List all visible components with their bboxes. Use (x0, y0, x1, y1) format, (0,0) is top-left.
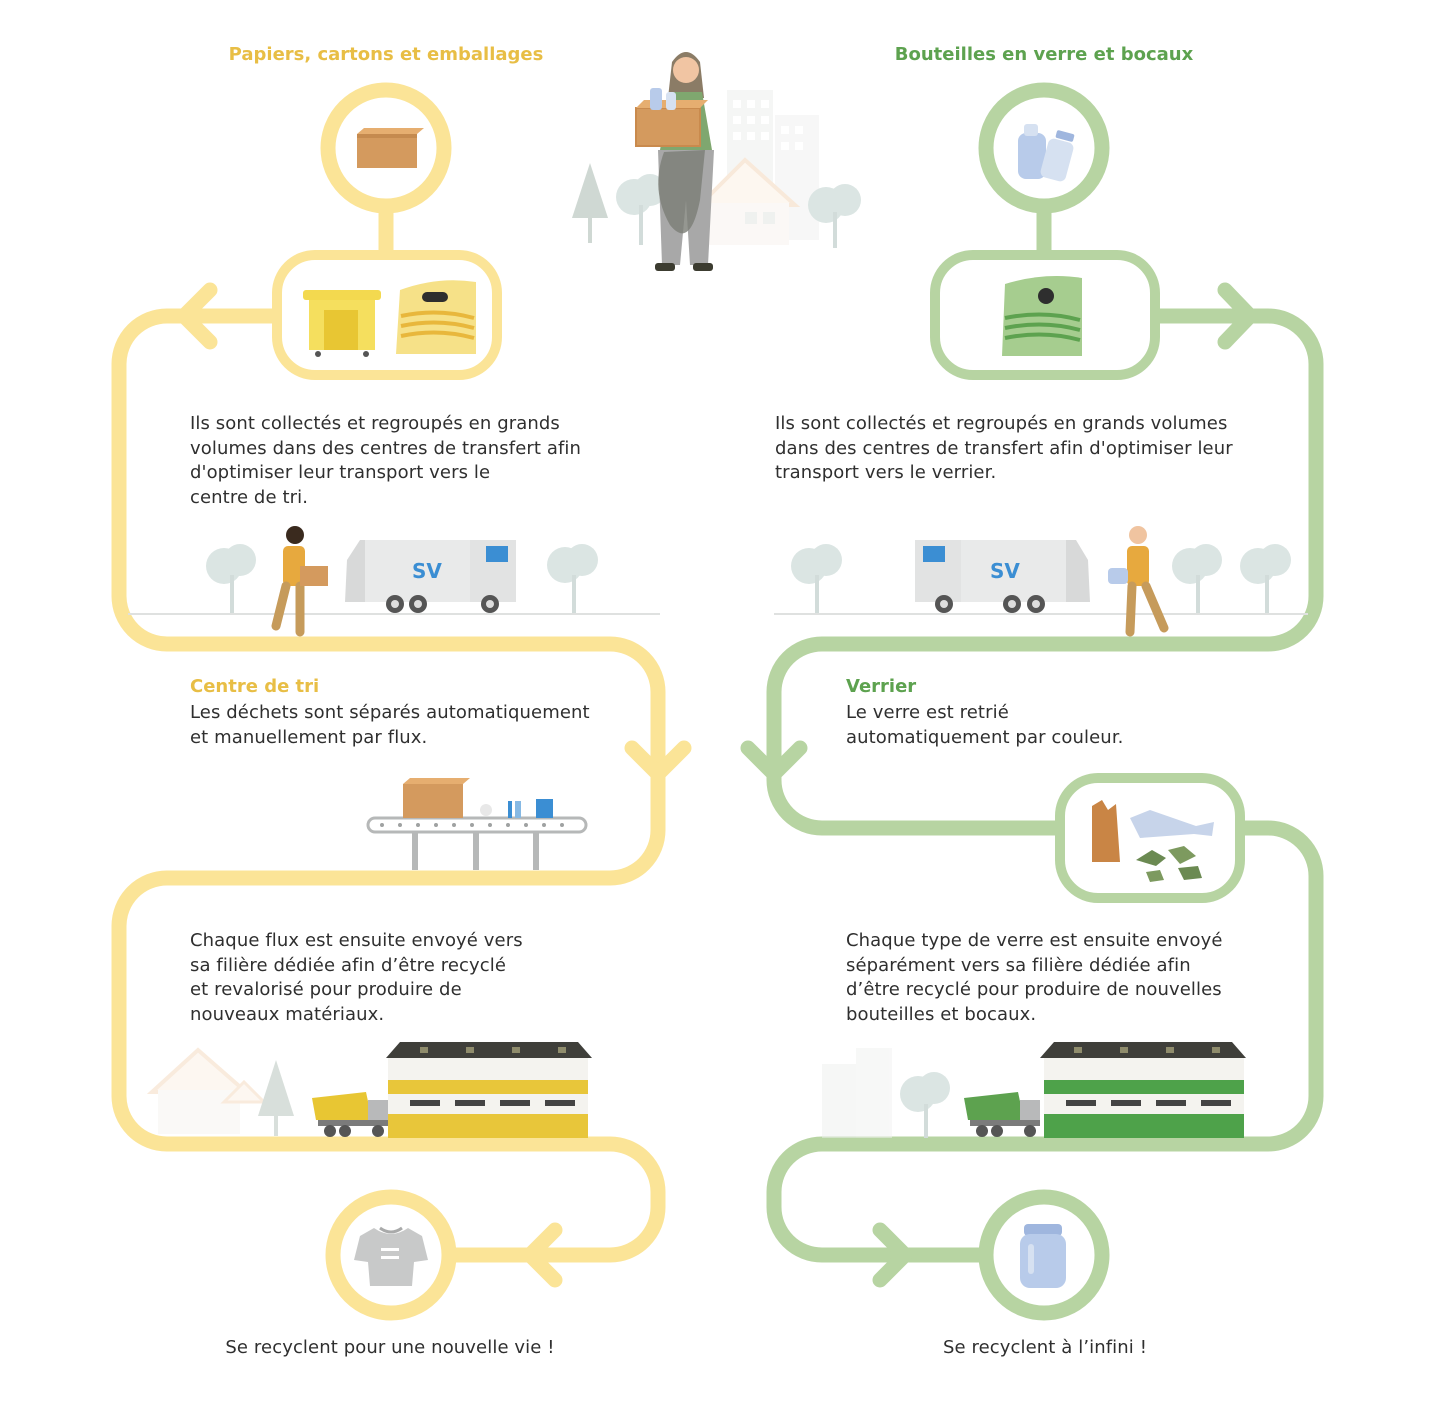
glass-collect-line: Ils sont collectés et regroupés en grand… (775, 413, 1228, 434)
paper-end-node (325, 1189, 457, 1321)
glass-collector-worker (1108, 526, 1169, 637)
trees-top (572, 163, 861, 248)
glass-title: Bouteilles en verre et bocaux (894, 44, 1194, 65)
green-bag-icon (1002, 276, 1082, 356)
collector-worker (271, 526, 328, 637)
tshirt-icon (354, 1226, 428, 1286)
paper-collect-line: d'optimiser leur transport vers le (190, 462, 491, 483)
paper-collect-text: Ils sont collectés et regroupés en grand… (190, 412, 581, 510)
paper-dispatch-line: Chaque flux est ensuite envoyé vers (190, 930, 523, 951)
paper-recycling-factory (386, 1042, 592, 1138)
paper-flow-path (111, 202, 692, 1288)
glass-dispatch-line: séparément vers sa filière dédiée afin (846, 954, 1191, 976)
glassworks-title: Verrier (846, 676, 917, 697)
paper-start-node (320, 82, 452, 214)
sorting-conveyor (366, 778, 588, 870)
paper-outcome: Se recyclent pour une nouvelle vie ! (225, 1337, 555, 1358)
glass-collect-line: dans des centres de transfert afin d'opt… (775, 437, 1233, 459)
glass-factory-scene (822, 1042, 1246, 1138)
cardboard-box-icon (357, 128, 424, 168)
paper-collection-scene: SV (128, 526, 660, 637)
glass-sorted-node (1055, 773, 1245, 903)
glass-start-node (978, 82, 1110, 214)
svg-text:SV: SV (412, 559, 442, 583)
paper-dispatch-line: et revalorisé pour produire de (190, 979, 462, 1000)
broken-glass-icon (1092, 800, 1214, 882)
woman-carrying-box (635, 52, 714, 271)
glass-flow-path (740, 202, 1324, 1288)
glass-bottles-icon (1018, 124, 1075, 182)
glass-dispatch-text: Chaque type de verre est ensuite envoyé … (846, 929, 1223, 1027)
glass-collect-text: Ils sont collectés et regroupés en grand… (775, 412, 1233, 486)
glass-recycling-factory (1040, 1042, 1246, 1138)
paper-factory-scene (146, 1042, 592, 1138)
sorting-line: Les déchets sont séparés automatiquement (190, 702, 590, 723)
paper-collect-line: Ils sont collectés et regroupés en grand… (190, 413, 560, 434)
glass-collect-line: transport vers le verrier. (775, 462, 997, 483)
sorting-centre-title: Centre de tri (190, 676, 320, 697)
glassworks-text: Le verre est retrié automatiquement par … (846, 701, 1123, 750)
glass-garbage-truck: SV (915, 540, 1090, 613)
glassworks-line: Le verre est retrié (846, 702, 1009, 723)
glass-dispatch-line: bouteilles et bocaux. (846, 1003, 1037, 1025)
paper-dispatch-line: nouveaux matériaux. (190, 1003, 385, 1025)
glass-end-node (978, 1189, 1110, 1321)
green-dump-truck (964, 1092, 1040, 1137)
paper-bins-node (272, 250, 502, 380)
glass-bin-node (930, 250, 1160, 380)
glass-jar-icon (1020, 1224, 1066, 1288)
paper-collect-line: volumes dans des centres de transfert af… (190, 437, 582, 459)
paper-dispatch-text: Chaque flux est ensuite envoyé vers sa f… (190, 929, 523, 1027)
sorting-centre-text: Les déchets sont séparés automatiquement… (190, 701, 590, 750)
paper-title: Papiers, cartons et emballages (228, 44, 544, 65)
paper-collect-line: centre de tri. (190, 486, 309, 508)
glass-collection-scene: SV (774, 526, 1308, 637)
garbage-truck: SV (345, 540, 516, 613)
svg-text:SV: SV (990, 559, 1020, 583)
glass-outcome: Se recyclent à l’infini ! (942, 1337, 1148, 1358)
yellow-bin-and-bag-icon (303, 280, 476, 357)
city-illustration (695, 90, 819, 245)
glassworks-line: automatiquement par couleur. (846, 726, 1124, 748)
yellow-dump-truck (312, 1092, 388, 1137)
glass-dispatch-line: d’être recyclé pour produire de nouvelle… (846, 979, 1222, 1000)
glass-dispatch-line: Chaque type de verre est ensuite envoyé (846, 930, 1223, 951)
sorting-line: et manuellement par flux. (190, 726, 428, 748)
paper-dispatch-line: sa filière dédiée afin d’être recyclé (190, 954, 507, 976)
